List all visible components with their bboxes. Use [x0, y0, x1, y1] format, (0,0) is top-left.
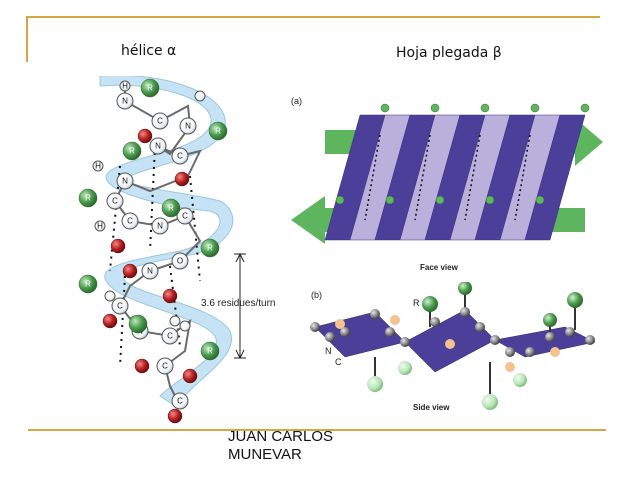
atom-label: C: [157, 117, 163, 126]
atom-label: C: [167, 332, 173, 341]
author-line-2: MUNEVAR: [228, 446, 302, 463]
sheet-title: Hoja plegada β: [396, 45, 502, 61]
beta-sheet-face-view: (a) Face view: [291, 96, 603, 272]
side-r-groups: [367, 282, 583, 410]
face-view-caption: Face view: [420, 263, 459, 272]
atom-label: N: [147, 267, 153, 276]
atom-label: C: [127, 217, 133, 226]
helix-backbone: [113, 86, 202, 407]
r-label: R: [147, 84, 153, 93]
side-atoms-gray: [310, 307, 595, 357]
atom-label: C: [112, 197, 118, 206]
pleated-planes: [324, 114, 586, 241]
r-groups: [78, 78, 228, 361]
author-line-1: JUAN CARLOS: [228, 428, 334, 445]
atom-label: C: [177, 397, 183, 406]
r-letters: R R R R R R R R: [85, 84, 221, 356]
top-rule: [28, 16, 600, 18]
atom-label: H: [95, 162, 101, 171]
side-n-label: N: [325, 346, 332, 356]
r-label: R: [207, 347, 213, 356]
atom-label: N: [122, 177, 128, 186]
hbond-lines: [109, 145, 201, 367]
r-label: R: [85, 280, 91, 289]
r-label: R: [168, 204, 174, 213]
atom-label: N: [185, 122, 191, 131]
bottom-rule: [28, 429, 606, 431]
r-label: R: [85, 194, 91, 203]
sheet-r-dots: [335, 103, 590, 205]
alpha-helix-diagram: H N C N N C N C C N C O N C N C C C H H: [78, 76, 246, 424]
oxygens: [102, 128, 198, 424]
atom-label: N: [155, 142, 161, 151]
panel-a-label: (a): [291, 96, 302, 106]
atom-label: H: [97, 222, 103, 231]
atom-label: O: [177, 257, 183, 266]
r-label: R: [215, 127, 221, 136]
residues-per-turn-label: 3.6 residues/turn: [201, 298, 276, 309]
beta-sheet-side-view: (b) R N C Side view: [310, 282, 596, 412]
r-label: R: [129, 147, 135, 156]
side-atoms-peach: [335, 315, 560, 372]
atom-label: N: [157, 222, 163, 231]
sheet-hbonds: [364, 134, 531, 221]
left-rule: [26, 16, 28, 62]
side-r-label: R: [413, 298, 420, 308]
atom-label: C: [182, 212, 188, 221]
atom-label: C: [117, 302, 123, 311]
atom-label: N: [122, 97, 128, 106]
backbone-atoms: [106, 92, 197, 410]
r-label: R: [207, 244, 213, 253]
atom-label: C: [162, 362, 168, 371]
side-c-label: C: [335, 357, 342, 367]
side-view-caption: Side view: [413, 403, 450, 412]
author-name: JUAN CARLOS MUNEVAR: [228, 428, 333, 464]
atom-label: C: [177, 152, 183, 161]
residue-bracket: [234, 252, 246, 360]
panel-b-label: (b): [311, 290, 322, 300]
atom-label: H: [122, 82, 128, 91]
helix-title: hélice α: [121, 43, 177, 59]
